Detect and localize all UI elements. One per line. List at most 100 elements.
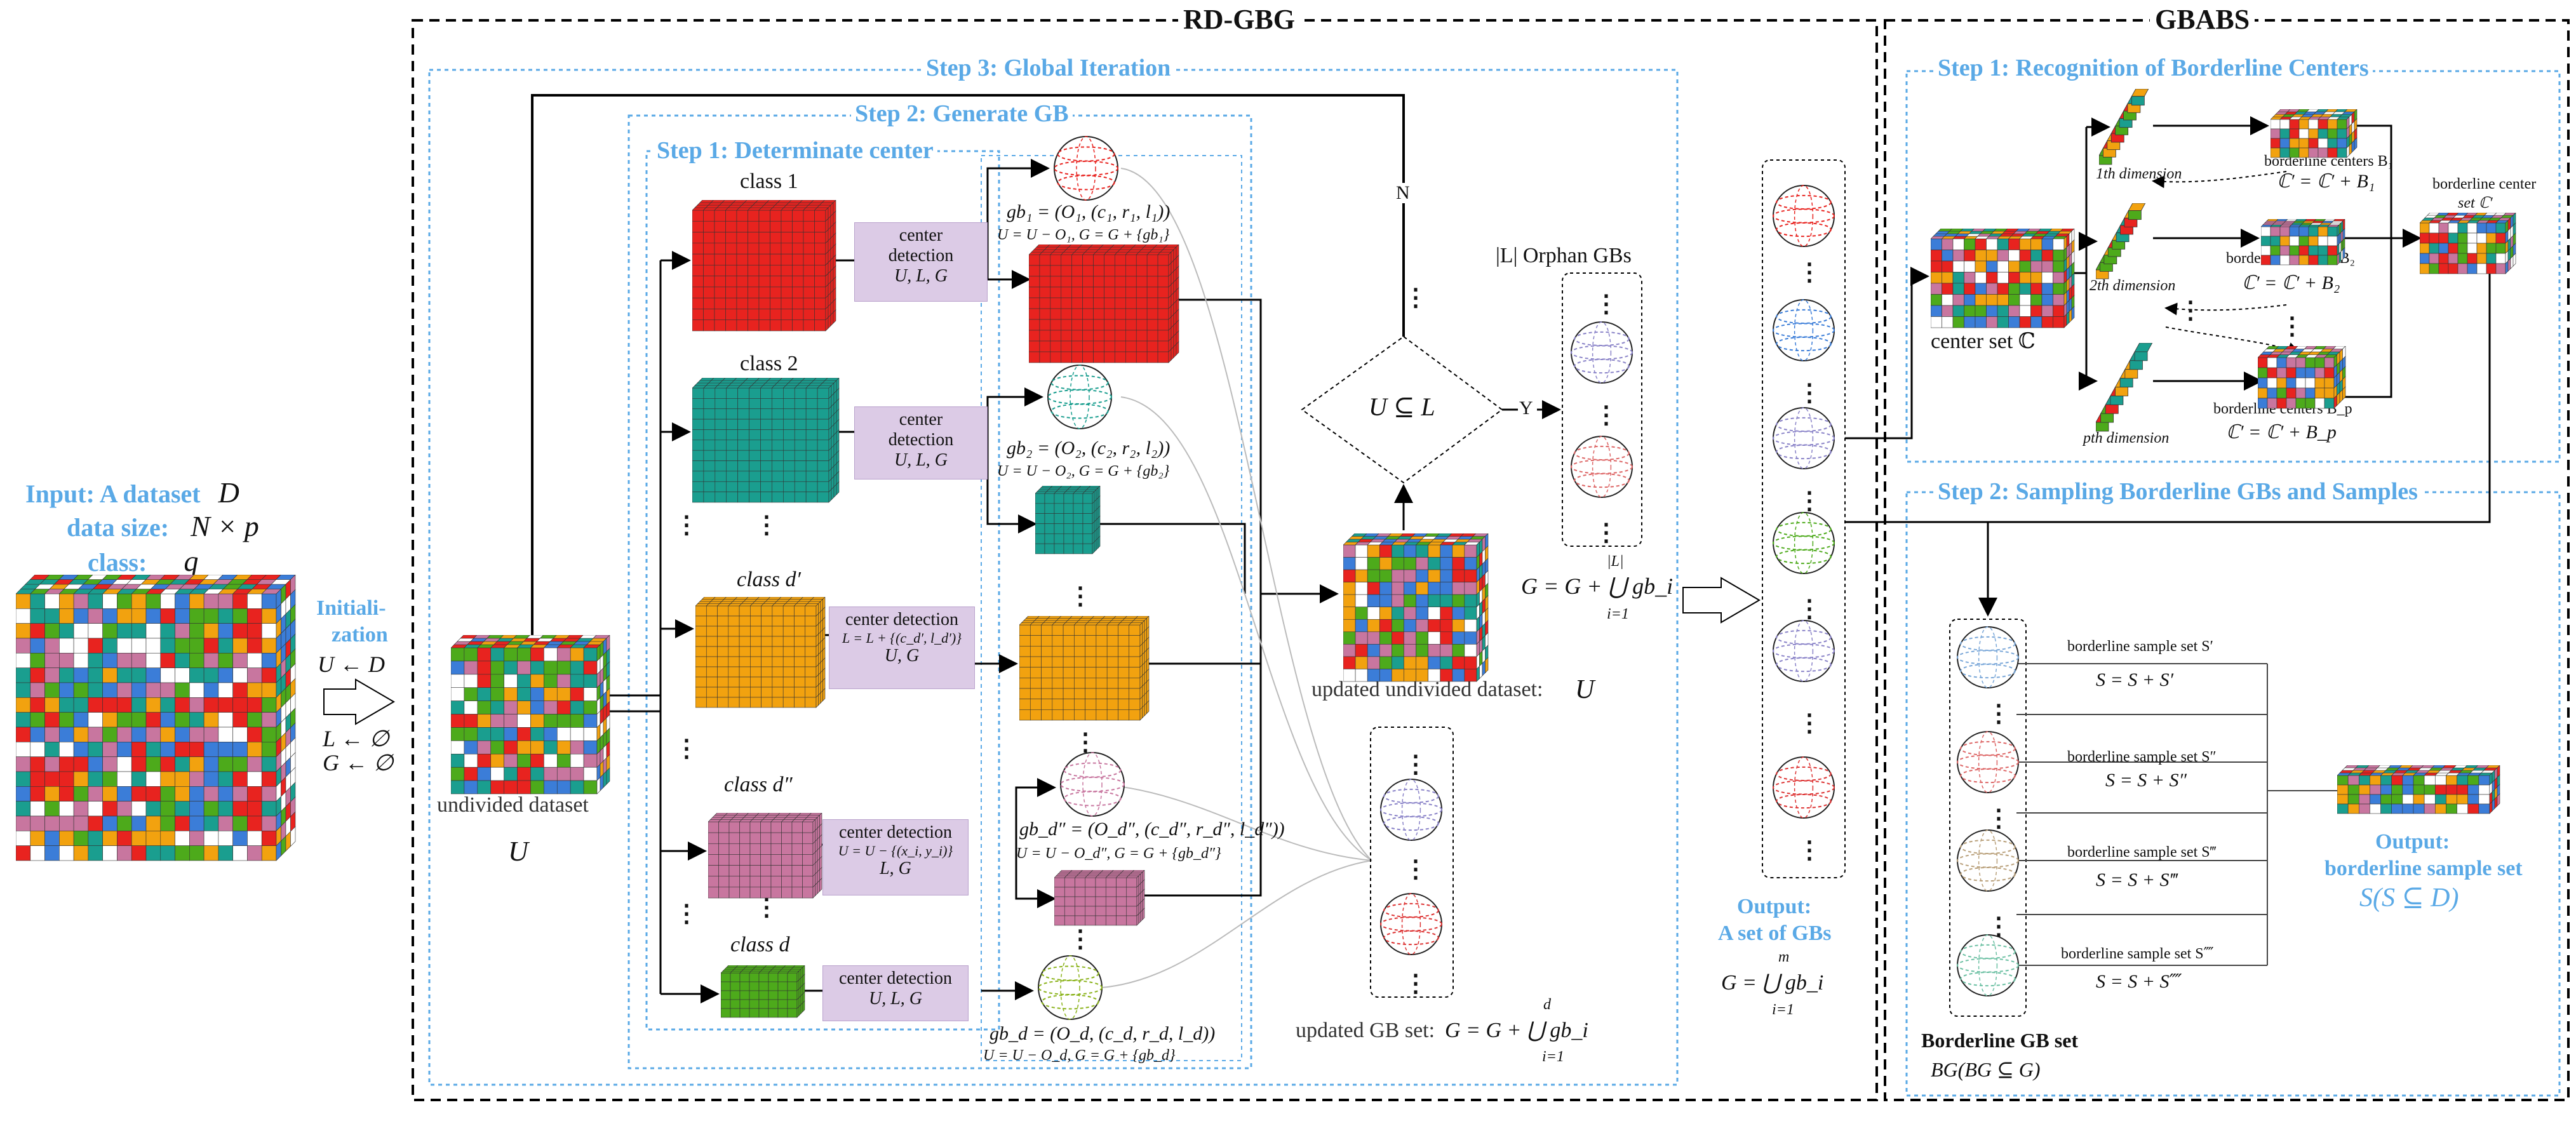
sample-4-l2: S = S + S⁗ — [2096, 971, 2182, 992]
updated-gb-ball-1 — [1380, 779, 1442, 841]
box4-l1: center detection — [838, 822, 952, 842]
class-1-cube — [692, 200, 836, 332]
sample-2-l1: borderline sample set S″ — [2067, 749, 2217, 765]
bg-ball-4 — [1957, 934, 2019, 996]
decision-no: N — [1396, 182, 1410, 203]
undivided-label: undivided dataset — [437, 793, 589, 817]
vertical-ellipsis: ⋮ — [1987, 701, 2011, 727]
vertical-ellipsis: ⋮ — [1068, 583, 1092, 610]
input-class-label: class: — [88, 548, 147, 577]
orphan-ball-2 — [1571, 436, 1633, 498]
input-size-label: data size: — [67, 513, 170, 542]
updated-undivided-cube — [1343, 533, 1489, 682]
orphan-ball-1 — [1571, 321, 1633, 384]
decision-cond: U ⊆ L — [1369, 392, 1435, 421]
class-d1-label: class d′ — [737, 568, 801, 591]
remaining-2-cube — [1035, 486, 1101, 554]
box3-l1: center detection — [845, 610, 958, 629]
undivided-var: U — [508, 836, 528, 867]
updated-gb-ball-2 — [1380, 893, 1442, 955]
box4-l2: U = U − {(x_i, y_i)} — [838, 843, 953, 859]
dimension-p-bar — [2096, 343, 2153, 432]
input-class-var: q — [184, 545, 199, 577]
set-ball-1 — [1773, 185, 1835, 247]
gbabs-frame — [1884, 19, 2570, 1101]
input-title-row: Input: A dataset D — [25, 476, 239, 509]
undivided-dataset-cube — [451, 635, 610, 794]
input-var: D — [218, 476, 239, 509]
class-d1-cube — [695, 597, 826, 708]
gbd-eq: gb_d = (O_d, (c_d, r_d, l_d)) — [989, 1023, 1216, 1044]
box2-l1: center — [899, 410, 943, 429]
step3-title: Step 3: Global Iteration — [922, 55, 1175, 81]
vertical-ellipsis: ⋮ — [1404, 856, 1428, 883]
class-2-label: class 2 — [740, 352, 798, 375]
borderline-b2-cube — [2261, 219, 2345, 265]
center-detection-box-3: center detection L = L + {(c_d′, l_d′)} … — [829, 607, 975, 689]
dim-1-label: 1th dimension — [2096, 166, 2182, 182]
center-detection-box-2: center detection U, L, G — [854, 406, 988, 479]
input-dataset-cube — [16, 575, 296, 861]
init-label2: zation — [332, 623, 388, 647]
box3-l3: U, G — [884, 646, 920, 666]
gbabs-title: GBABS — [2150, 4, 2255, 35]
orphan-label: |L| Orphan GBs — [1496, 244, 1632, 267]
class-d2-label: class d″ — [724, 773, 793, 796]
vertical-ellipsis: ⋮ — [1987, 805, 2011, 832]
rdgbg-frame — [412, 19, 1878, 1101]
vertical-ellipsis: ⋮ — [2178, 297, 2203, 324]
gb-1-ball — [1054, 136, 1118, 201]
sample-4-l1: borderline sample set S⁗ — [2061, 946, 2214, 962]
gb-2-ball — [1047, 365, 1112, 429]
gb1-eq: gb₁ = (O₁, (c₁, r₁, l₁)) — [1007, 201, 1171, 222]
output-eq: G = ⋃ gb_i — [1721, 971, 1824, 995]
gbd2-update: U = U − O_d″, G = G + {gb_d″} — [1016, 845, 1221, 862]
set-ball-6 — [1773, 756, 1835, 819]
dim-2-label: 2th dimension — [2090, 278, 2176, 294]
set-ball-5 — [1773, 620, 1835, 682]
class-d2-cube — [708, 813, 822, 899]
center-set-cube — [1931, 229, 2075, 328]
sample-2-l2: S = S + S″ — [2105, 770, 2187, 791]
center-detection-box-5: center detection U, L, G — [822, 965, 969, 1021]
vertical-ellipsis: ⋮ — [755, 894, 779, 921]
updated-undivided-label: updated undivided dataset: — [1311, 678, 1543, 701]
vertical-ellipsis: ⋮ — [1797, 596, 1821, 622]
vertical-ellipsis: ⋮ — [1797, 259, 1821, 286]
borderline-center-set-cube — [2420, 213, 2516, 274]
center-detection-box-1: center detection U, L, G — [854, 222, 988, 302]
set-ball-4 — [1773, 512, 1835, 574]
output-line1: Output: — [1737, 895, 1812, 918]
g-update-bot: i=1 — [1607, 606, 1629, 622]
remaining-d1-cube — [1019, 616, 1150, 721]
input-size-row: data size: N × p — [67, 511, 259, 542]
gb-d2-ball — [1060, 752, 1125, 817]
vertical-ellipsis: ⋮ — [1797, 837, 1821, 864]
output-line2: A set of GBs — [1718, 922, 1832, 945]
bcenter-set-l1: borderline center — [2432, 176, 2537, 192]
vertical-ellipsis: ⋮ — [2280, 313, 2304, 340]
class-d-label: class d — [730, 933, 790, 956]
vertical-ellipsis: ⋮ — [674, 901, 699, 927]
init-eq-u: U ← D — [318, 652, 385, 677]
gb2-eq: gb₂ = (O₂, (c₂, r₂, l₂)) — [1007, 438, 1171, 459]
center-set-label: center set ℂ — [1931, 330, 2036, 353]
step1-title: Step 1: Determinate center — [653, 138, 937, 164]
updated-gb-bot: i=1 — [1542, 1049, 1564, 1065]
borderline-bp-cube — [2258, 346, 2346, 409]
box1-l3: U, L, G — [894, 266, 948, 286]
step2-title: Step 2: Generate GB — [851, 101, 1073, 127]
box4-l3: L, G — [880, 859, 911, 879]
gb-d-ball — [1038, 955, 1103, 1020]
remaining-1-cube — [1029, 245, 1179, 363]
vertical-ellipsis: ⋮ — [1797, 488, 1821, 514]
gbabs-step1-frame — [1905, 70, 2561, 463]
vertical-ellipsis: ⋮ — [1404, 751, 1428, 778]
bg-ball-1 — [1957, 626, 2019, 688]
sample-3-l1: borderline sample set S‴ — [2067, 844, 2217, 861]
bcenter-set-l2: set ℂ′ — [2458, 195, 2493, 211]
class-2-cube — [692, 378, 840, 503]
step2-frame — [627, 114, 1252, 1069]
updated-gb-top: d — [1543, 996, 1551, 1013]
g-update-top: |L| — [1607, 553, 1624, 570]
